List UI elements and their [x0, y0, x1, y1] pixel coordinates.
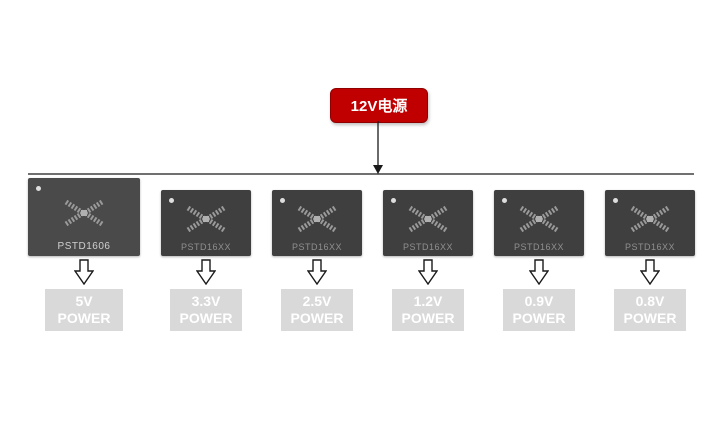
regulator-column: PSTD16XX 1.2V POWER	[383, 178, 473, 331]
chip-part-number: PSTD16XX	[291, 242, 343, 252]
chip-package: PSTD16XX	[272, 190, 362, 256]
output-power-word: POWER	[401, 310, 455, 326]
output-voltage: 2.5V	[302, 292, 332, 309]
output-power-label: 0.8V POWER	[614, 289, 686, 331]
chip-die-pattern-icon	[519, 205, 559, 233]
output-power-label: 2.5V POWER	[281, 289, 353, 331]
pin1-dot-icon	[36, 186, 41, 191]
down-arrow-icon	[418, 259, 438, 285]
chip-part-number: PSTD16XX	[180, 242, 232, 252]
pin1-dot-icon	[613, 198, 618, 203]
chip-die-pattern-icon	[297, 205, 337, 233]
output-power-word: POWER	[623, 310, 677, 326]
chip-package: PSTD16XX	[494, 190, 584, 256]
output-power-label: 5V POWER	[45, 289, 123, 331]
output-power-label: 0.9V POWER	[503, 289, 575, 331]
pin1-dot-icon	[280, 198, 285, 203]
chip-die-pattern-icon	[186, 205, 226, 233]
down-arrow-icon	[640, 259, 660, 285]
chip-part-number: PSTD1606	[57, 241, 111, 252]
down-arrow-icon	[529, 259, 549, 285]
output-power-word: POWER	[57, 310, 111, 326]
pin1-dot-icon	[502, 198, 507, 203]
regulator-column: PSTD1606 5V POWER	[28, 178, 140, 331]
power-source-label: 12V电源	[350, 98, 408, 115]
output-voltage: 3.3V	[191, 292, 221, 309]
output-power-word: POWER	[179, 310, 233, 326]
output-power-word: POWER	[512, 310, 566, 326]
chip-part-number: PSTD16XX	[624, 242, 676, 252]
chip-part-number: PSTD16XX	[402, 242, 454, 252]
output-voltage: 1.2V	[413, 292, 443, 309]
chip-die-pattern-icon	[630, 205, 670, 233]
chip-package: PSTD16XX	[161, 190, 251, 256]
output-voltage: 5V	[75, 292, 93, 309]
chip-package: PSTD16XX	[383, 190, 473, 256]
regulator-column: PSTD16XX 2.5V POWER	[272, 178, 362, 331]
regulator-row: PSTD1606 5V POWER	[28, 178, 695, 331]
output-voltage: 0.8V	[635, 292, 665, 309]
chip-die-pattern-icon	[408, 205, 448, 233]
power-source-node: 12V电源	[330, 88, 428, 123]
pin1-dot-icon	[169, 198, 174, 203]
arrowhead-icon	[373, 165, 383, 174]
output-power-label: 1.2V POWER	[392, 289, 464, 331]
regulator-column: PSTD16XX 0.8V POWER	[605, 178, 695, 331]
chip-part-number: PSTD16XX	[513, 242, 565, 252]
down-arrow-icon	[74, 259, 94, 285]
regulator-column: PSTD16XX 0.9V POWER	[494, 178, 584, 331]
down-arrow-icon	[196, 259, 216, 285]
chip-die-pattern-icon	[64, 199, 104, 227]
pin1-dot-icon	[391, 198, 396, 203]
chip-package: PSTD16XX	[605, 190, 695, 256]
output-voltage: 0.9V	[524, 292, 554, 309]
chip-package: PSTD1606	[28, 178, 140, 256]
down-arrow-icon	[307, 259, 327, 285]
output-power-label: 3.3V POWER	[170, 289, 242, 331]
regulator-column: PSTD16XX 3.3V POWER	[161, 178, 251, 331]
output-power-word: POWER	[290, 310, 344, 326]
